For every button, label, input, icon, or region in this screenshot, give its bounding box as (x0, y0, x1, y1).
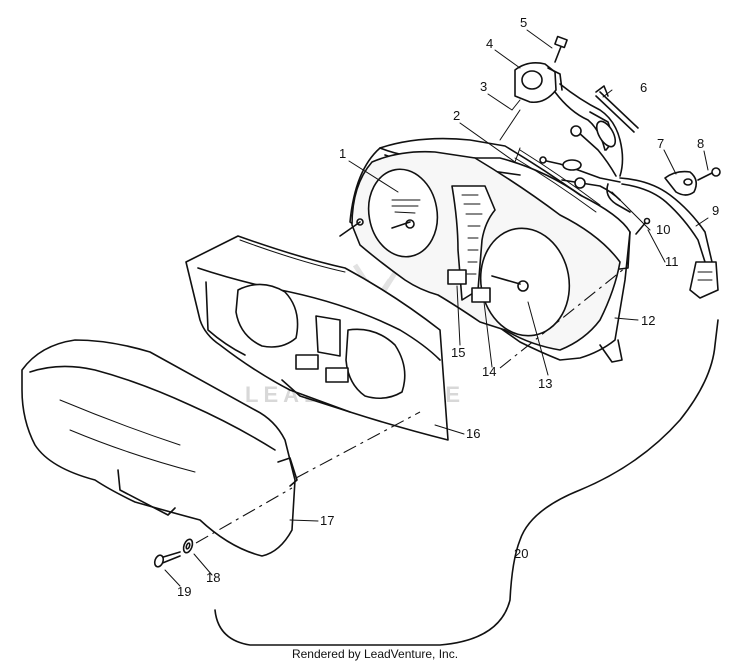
gauge-face[interactable] (339, 150, 621, 351)
callout-16: 16 (466, 426, 480, 441)
callout-7: 7 (657, 136, 664, 151)
callout-19: 19 (177, 584, 191, 599)
callout-18: 18 (206, 570, 220, 585)
leader-lines (164, 29, 709, 587)
sender-assembly[interactable] (514, 35, 568, 104)
center-line (195, 267, 626, 544)
callout-14: 14 (482, 364, 496, 379)
callout-8: 8 (697, 136, 704, 151)
callout-13: 13 (538, 376, 552, 391)
instrument-cover[interactable] (21, 339, 298, 557)
callout-5: 5 (520, 15, 527, 30)
rod[interactable] (595, 85, 639, 133)
callout-17: 17 (320, 513, 334, 528)
callout-4: 4 (486, 36, 493, 51)
callout-10: 10 (656, 222, 670, 237)
callout-2: 2 (453, 108, 460, 123)
washer[interactable] (182, 538, 194, 554)
screw-19[interactable] (153, 551, 181, 568)
callout-15: 15 (451, 345, 465, 360)
callout-9: 9 (712, 203, 719, 218)
clamp-screw[interactable] (697, 167, 721, 181)
callout-20: 20 (514, 546, 528, 561)
callout-6: 6 (640, 80, 647, 95)
callout-11: 11 (665, 254, 679, 269)
screw-11[interactable] (635, 217, 651, 235)
callout-1: 1 (339, 146, 346, 161)
callouts: 1 2 3 4 5 6 7 8 9 10 11 12 13 14 15 16 1… (177, 15, 719, 599)
bezel-frame[interactable] (185, 235, 449, 441)
callout-3: 3 (480, 79, 487, 94)
clamp[interactable] (664, 170, 698, 196)
group-bracket (214, 319, 719, 646)
callout-12: 12 (641, 313, 655, 328)
footer-credit: Rendered by LeadVenture, Inc. (291, 647, 459, 661)
